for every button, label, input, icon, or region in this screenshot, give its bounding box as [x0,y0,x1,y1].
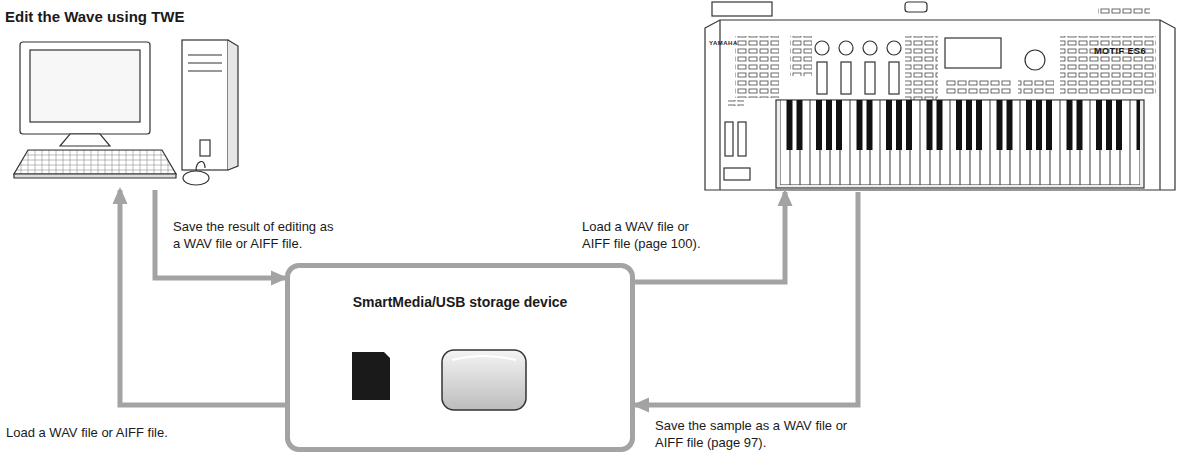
white-keys [780,100,1140,185]
button-group [728,100,744,106]
button-group [945,78,1011,96]
rear-panel [712,2,772,16]
computer-tower [182,40,228,170]
knob [815,41,829,55]
usb-storage-device [442,350,526,410]
arrow-label: Load a WAV file or AIFF file (page 100). [582,218,707,252]
slider [889,62,899,94]
arrow-label: Save the sample as a WAV file or AIFF fi… [655,417,860,451]
button-group [790,36,812,76]
mod-wheel [738,122,746,156]
knob [887,41,901,55]
knob [839,41,853,55]
key-bed [776,100,1144,188]
drive-slot [188,70,222,71]
node-heading: Edit the Wave using TWE [5,8,184,25]
button-group [735,36,779,98]
tower-side [228,40,238,170]
usb-highlight [452,356,516,360]
computer-illustration [14,40,238,185]
keyboard-edge [14,174,176,178]
slider [865,62,875,94]
top-knob [905,2,927,12]
lcd-display [945,38,1001,68]
arrow-label: Load a WAV file or AIFF file. [6,424,236,441]
ribbon-controller [724,168,750,180]
storage-icons [352,350,526,410]
computer-keyboard [14,150,176,174]
black-keys [780,100,1140,150]
monitor-screen [30,50,140,122]
vent [1098,6,1150,14]
tower-button [200,140,210,156]
data-dial [1025,50,1045,70]
brand-logo: YAMAHA [709,40,738,46]
mouse [183,171,209,185]
arrow-label: Save the result of editing as a WAV file… [173,218,339,252]
monitor-stand [60,134,110,146]
knob [863,41,877,55]
right-cheek [1159,20,1160,190]
computer-node: Edit the Wave using TWE [4,4,240,190]
mouse-cord [196,162,205,171]
box-title: SmartMedia/USB storage device [290,294,630,310]
drive-slot [188,62,222,63]
button-group [1018,78,1054,96]
synthesizer-node: YAMAHA MOTIF ES6 [704,2,1176,192]
slider [817,62,827,94]
synthesizer-illustration [705,2,1175,190]
storage-box: SmartMedia/USB storage device [285,263,635,452]
slider [841,62,851,94]
drive-slot [188,54,222,55]
button-group [1060,36,1156,96]
synth-body [705,20,1175,190]
button-group [905,36,938,100]
model-logo: MOTIF ES6 [1094,46,1146,56]
smartmedia-card [352,352,390,400]
pitch-wheel [725,122,733,156]
monitor [20,42,150,134]
